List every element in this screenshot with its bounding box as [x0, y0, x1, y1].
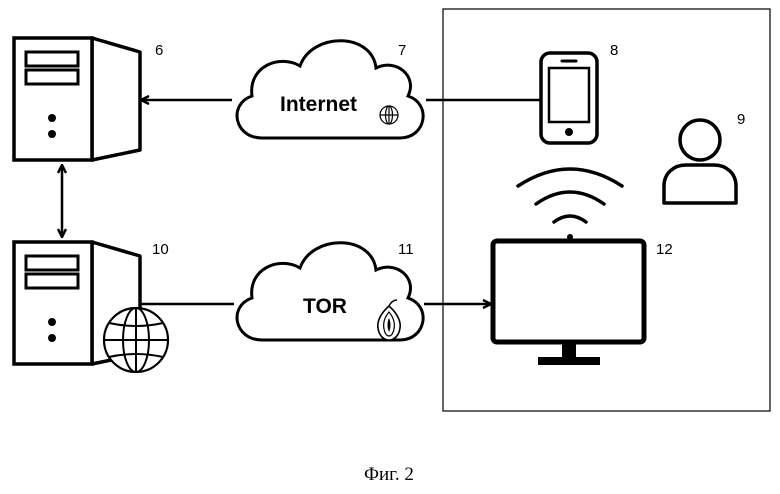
server-to-tor-line: [140, 262, 234, 304]
server-top-icon: [14, 38, 140, 160]
small-globe-icon: [380, 106, 398, 124]
label-tor-cloud: 11: [398, 241, 414, 258]
tor-cloud-label: TOR: [303, 295, 347, 318]
label-internet-cloud: 7: [398, 42, 406, 59]
label-phone: 8: [610, 42, 618, 59]
user-icon: [664, 120, 736, 203]
monitor-icon: [493, 241, 644, 365]
label-server-top: 6: [155, 42, 163, 59]
internet-cloud: [237, 41, 423, 138]
wifi-signal-icon: [518, 169, 622, 240]
label-monitor: 12: [656, 241, 673, 258]
smartphone-icon: [541, 53, 597, 143]
figure-caption: Фиг. 2: [364, 464, 414, 485]
client-environment-box: [443, 9, 770, 411]
label-user: 9: [737, 111, 745, 128]
globe-icon: [104, 308, 168, 372]
internet-cloud-label: Internet: [280, 93, 357, 116]
label-server-bottom: 10: [152, 241, 169, 258]
